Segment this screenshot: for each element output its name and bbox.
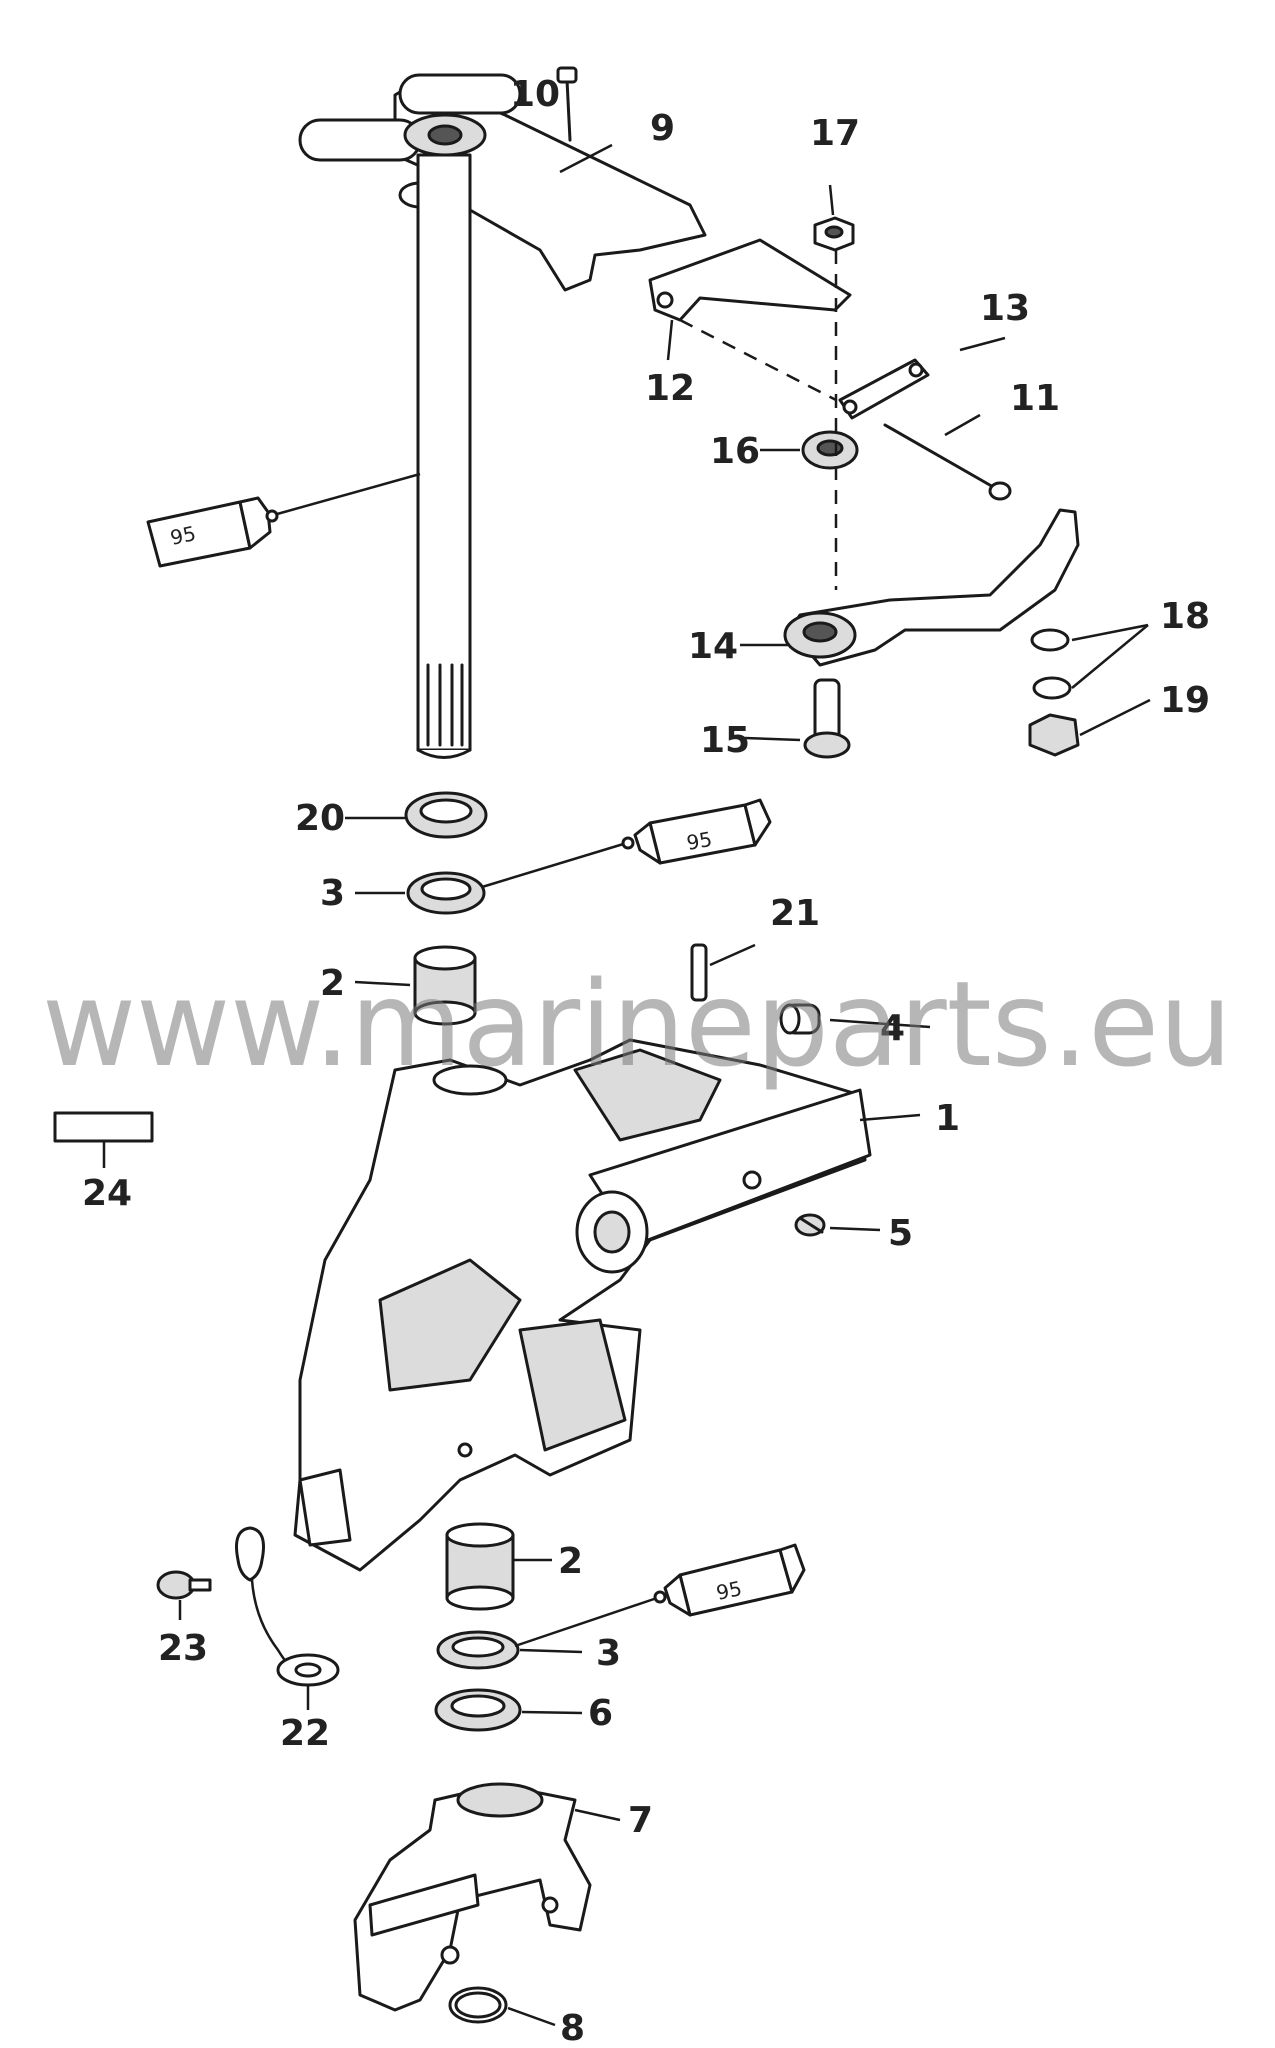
callout-24: 24 — [82, 1173, 132, 1214]
part-bearing-3-lower — [436, 1630, 520, 1670]
part-roller-4 — [779, 1003, 821, 1035]
callout-9: 9 — [650, 108, 675, 149]
callout-numbers: 1 2 2 3 3 4 5 6 7 8 9 10 11 12 13 14 15 … — [82, 74, 1210, 2048]
part-nut-19 — [1028, 713, 1080, 757]
callout-16: 16 — [710, 431, 760, 472]
part-bracket-plate — [648, 238, 852, 322]
callout-2-lower: 2 — [558, 1541, 583, 1582]
callout-6: 6 — [588, 1693, 613, 1734]
watermark-text: www.marineparts.eu — [42, 955, 1232, 1093]
part-bearing-3-upper — [406, 871, 486, 915]
lubricant-tube-middle: 95 — [481, 798, 772, 889]
part-bolt-11 — [883, 423, 1012, 501]
part-steering-arm — [298, 73, 707, 292]
part-washers-18 — [1030, 628, 1072, 700]
part-decal-24 — [53, 1111, 154, 1143]
callout-12: 12 — [645, 368, 695, 409]
part-steering-shaft — [416, 153, 472, 759]
callout-14: 14 — [688, 626, 738, 667]
part-link-13 — [838, 358, 930, 420]
callout-18: 18 — [1160, 596, 1210, 637]
part-oring-8 — [448, 1986, 508, 2024]
part-screw-23 — [156, 1570, 212, 1600]
part-lower-yoke — [353, 1782, 592, 2012]
part-seal-20 — [404, 791, 488, 839]
callout-1: 1 — [935, 1098, 960, 1139]
callout-11: 11 — [1010, 378, 1060, 419]
callout-17: 17 — [810, 113, 860, 154]
part-bushing-16 — [801, 430, 859, 470]
part-lever-14 — [783, 508, 1080, 667]
callout-13: 13 — [980, 288, 1030, 329]
callout-21: 21 — [770, 893, 820, 934]
callout-15: 15 — [700, 720, 750, 761]
part-bushing-2-upper — [413, 945, 477, 1026]
part-swivel-bracket — [293, 1038, 872, 1572]
lubricant-tube-upper: 95 — [146, 472, 421, 568]
callout-7: 7 — [628, 1800, 653, 1841]
callout-10: 10 — [510, 74, 560, 115]
tube-label-lower: 95 — [714, 1576, 744, 1605]
callout-19: 19 — [1160, 680, 1210, 721]
part-screw-5 — [794, 1213, 826, 1237]
tube-label-upper: 95 — [168, 521, 198, 550]
callout-3-lower: 3 — [596, 1633, 621, 1674]
part-pin-21 — [690, 943, 708, 1002]
lubricant-tube-lower: 95 — [514, 1543, 806, 1648]
tube-label-middle: 95 — [685, 827, 714, 855]
part-screw-10 — [556, 66, 578, 142]
part-nut-17 — [813, 216, 855, 252]
callout-20: 20 — [295, 798, 345, 839]
part-seal-6 — [434, 1688, 522, 1732]
leader-lines — [102, 143, 1151, 2027]
callout-3-upper: 3 — [320, 873, 345, 914]
part-pin-15 — [803, 678, 851, 759]
callout-4: 4 — [880, 1008, 905, 1049]
assembly-axis-lines — [679, 250, 838, 590]
callout-8: 8 — [560, 2008, 585, 2048]
callout-5: 5 — [888, 1213, 913, 1254]
callout-22: 22 — [280, 1713, 330, 1754]
callout-2-upper: 2 — [320, 963, 345, 1004]
part-bushing-2-lower — [445, 1522, 515, 1611]
callout-23: 23 — [158, 1628, 208, 1669]
